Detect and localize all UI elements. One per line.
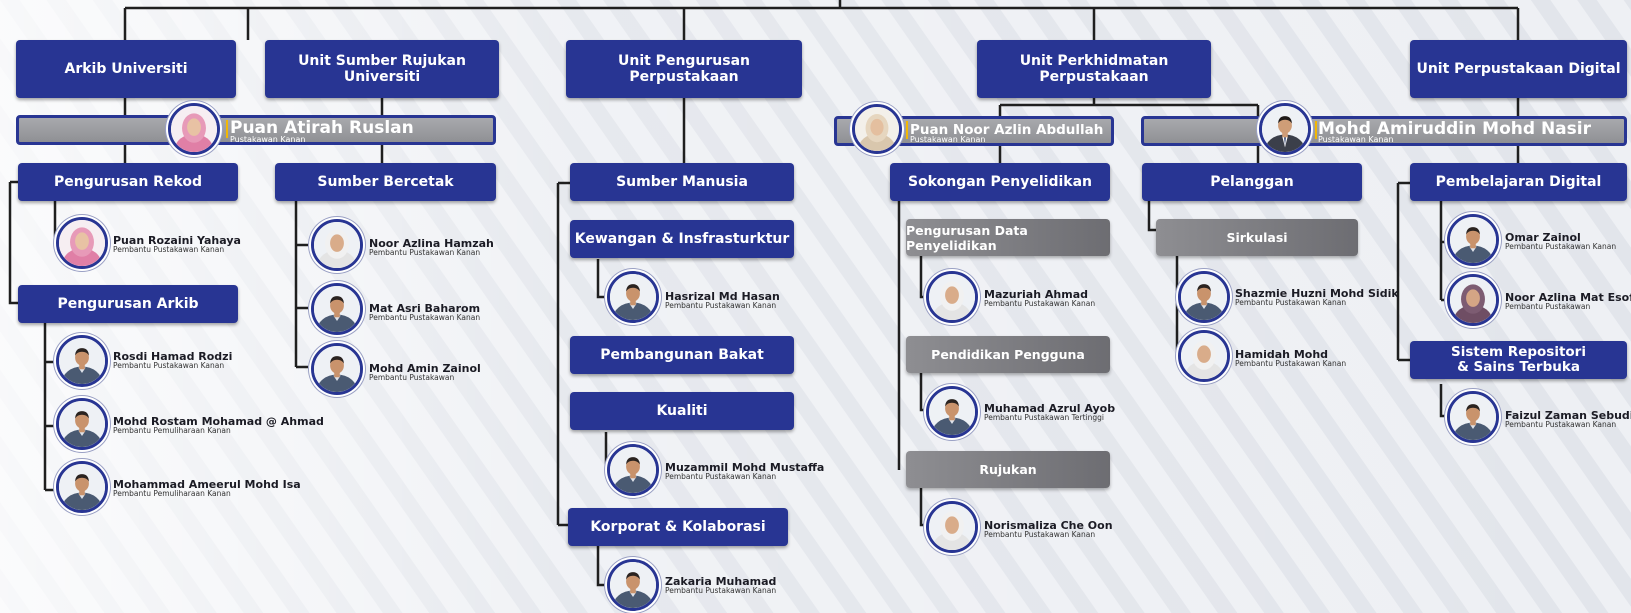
staff-name: Puan Rozaini Yahaya [113,234,241,247]
staff-name: Mazuriah Ahmad [984,288,1088,301]
staff-title: Pembantu Pustakawan Kanan [113,361,225,370]
avatar [56,398,108,450]
avatar [1447,391,1499,443]
staff-title: Pembantu Pustakawan Kanan [1235,359,1347,368]
section-sistem-repositori: Sistem Repositori & Sains Terbuka [1410,341,1627,379]
staff-title: Pembantu Pustakawan Kanan [369,248,481,257]
avatar [1447,274,1499,326]
subsection-sirkulasi: Sirkulasi [1156,219,1358,256]
name-divider [1315,121,1317,139]
staff-title: Pembantu Pustakawan Kanan [369,313,481,322]
avatar [926,271,978,323]
staff-title: Pembantu Pustakawan Kanan [984,530,1096,539]
avatar [168,103,220,155]
subsection-pendidikan-pengguna: Pendidikan Pengguna [906,336,1110,373]
staff-title: Pembantu Pustakawan Tertinggi [984,413,1105,422]
staff-title: Pembantu Pustakawan Kanan [665,301,777,310]
section-kewangan: Kewangan & Insfrasturktur [570,220,794,258]
staff-name: Noor Azlina Mat Esoff [1505,291,1631,304]
staff-name: Mohammad Ameerul Mohd Isa [113,478,301,491]
leader-name: Puan Noor Azlin Abdullah [910,122,1104,138]
section-sumber-manusia: Sumber Manusia [570,163,794,201]
staff-title: Pembantu Pemuliharaan Kanan [113,426,231,435]
avatar [1259,103,1311,155]
avatar [311,343,363,395]
staff-name: Zakaria Muhamad [665,575,777,588]
staff-name: Hasrizal Md Hasan [665,290,780,303]
staff-title: Pembantu Pustakawan Kanan [984,299,1096,308]
avatar [56,217,108,269]
avatar [1178,330,1230,382]
section-sumber-bercetak: Sumber Bercetak [275,163,496,201]
section-pelanggan: Pelanggan [1142,163,1362,201]
staff-name: Mohd Rostam Mohamad @ Ahmad [113,415,324,428]
name-divider [906,121,908,139]
section-pengurusan-rekod: Pengurusan Rekod [18,163,238,201]
staff-name: Muzammil Mohd Mustaffa [665,461,825,474]
section-sokongan-penyelidikan: Sokongan Penyelidikan [890,163,1110,201]
avatar [607,444,659,496]
section-pengurusan-arkib: Pengurusan Arkib [18,285,238,323]
avatar [56,461,108,513]
avatar [926,386,978,438]
section-pembelajaran-digital: Pembelajaran Digital [1410,163,1627,201]
avatar [852,104,902,154]
staff-name: Hamidah Mohd [1235,348,1329,361]
section-pembangunan-bakat: Pembangunan Bakat [570,336,794,374]
name-divider [226,120,228,138]
avatar [607,559,659,611]
staff-name: Norismaliza Che Oon [984,519,1113,532]
staff-name: Muhamad Azrul Ayob [984,402,1116,415]
avatar [56,335,108,387]
leader-title: Pustakawan Kanan [230,135,306,144]
staff-name: Mat Asri Baharom [369,302,481,315]
staff-name: Noor Azlina Hamzah [369,237,494,250]
leader-name: Puan Atirah Ruslan [230,118,414,138]
avatar [607,271,659,323]
staff-name: Mohd Amin Zainol [369,362,481,375]
avatar [311,283,363,335]
section-korporat: Korporat & Kolaborasi [568,508,788,546]
staff-title: Pembantu Pustakawan [1505,302,1591,311]
staff-name: Shazmie Huzni Mohd Sidik [1235,287,1399,300]
leader-bar-atirah [16,115,496,145]
avatar [311,219,363,271]
staff-title: Pembantu Pustakawan Kanan [113,245,225,254]
avatar [926,501,978,553]
unit-perkhidmatan-perpustakaan: Unit Perkhidmatan Perpustakaan [977,40,1211,98]
leader-title: Pustakawan Kanan [910,135,986,144]
staff-title: Pembantu Pemuliharaan Kanan [113,489,231,498]
leader-bar-amiruddin [1141,116,1627,146]
staff-name: Faizul Zaman Sebudin [1505,409,1631,422]
section-kualiti: Kualiti [570,392,794,430]
unit-sumber-rujukan: Unit Sumber Rujukan Universiti [265,40,499,98]
staff-title: Pembantu Pustakawan Kanan [1505,242,1617,251]
leader-name: Mohd Amiruddin Mohd Nasir [1318,119,1591,139]
staff-name: Omar Zainol [1505,231,1581,244]
staff-title: Pembantu Pustakawan Kanan [665,586,777,595]
staff-title: Pembantu Pustakawan Kanan [1235,298,1347,307]
staff-title: Pembantu Pustakawan [369,373,455,382]
subsection-pengurusan-data: Pengurusan Data Penyelidikan [906,219,1110,256]
unit-perpustakaan-digital: Unit Perpustakaan Digital [1410,40,1627,98]
leader-title: Pustakawan Kanan [1318,135,1394,144]
staff-title: Pembantu Pustakawan Kanan [1505,420,1617,429]
unit-arkib-universiti: Arkib Universiti [16,40,236,98]
avatar [1178,271,1230,323]
staff-name: Rosdi Hamad Rodzi [113,350,233,363]
unit-pengurusan-perpustakaan: Unit Pengurusan Perpustakaan [566,40,802,98]
avatar [1447,214,1499,266]
subsection-rujukan: Rujukan [906,451,1110,488]
staff-title: Pembantu Pustakawan Kanan [665,472,777,481]
